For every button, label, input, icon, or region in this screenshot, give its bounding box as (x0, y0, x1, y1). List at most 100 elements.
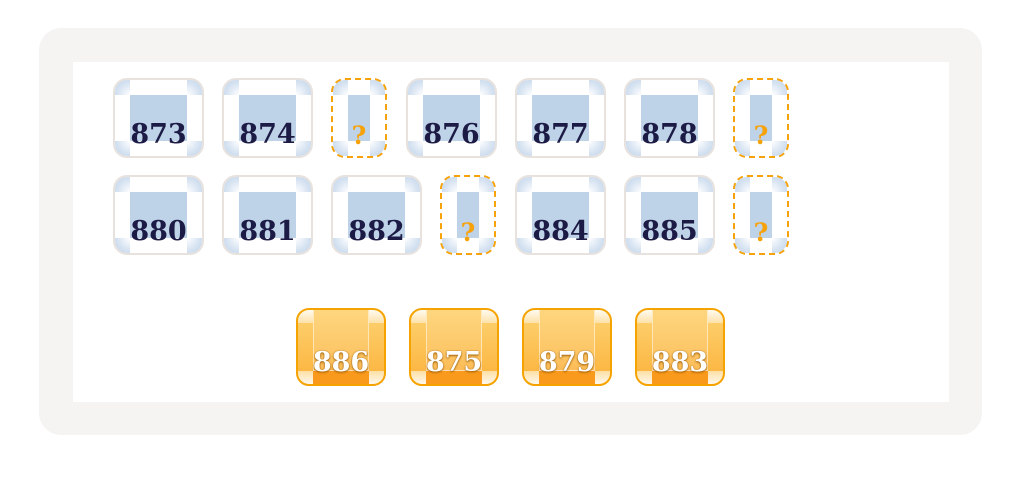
corner-decoration (333, 141, 348, 156)
corner-decoration (370, 80, 385, 95)
corner-decoration (187, 238, 202, 253)
corner-decoration (405, 177, 420, 192)
tile-number: 873 (130, 119, 187, 150)
corner-decoration (589, 238, 604, 253)
corner-decoration (637, 310, 652, 323)
answer-choice-886[interactable]: 886 (296, 308, 386, 386)
corner-decoration (637, 371, 652, 384)
tile-number: 877 (532, 119, 589, 150)
corner-decoration (482, 371, 497, 384)
corner-decoration (524, 371, 539, 384)
missing-number-slot[interactable]: ? (331, 78, 387, 158)
corner-decoration (595, 310, 610, 323)
corner-decoration (772, 177, 787, 192)
number-tile: 885 (624, 175, 715, 255)
corner-decoration (298, 371, 313, 384)
tile-base (539, 370, 595, 384)
answer-choice-883[interactable]: 883 (635, 308, 725, 386)
corner-decoration (187, 141, 202, 156)
corner-decoration (735, 141, 750, 156)
question-mark-icon: ? (753, 218, 769, 247)
corner-decoration (115, 80, 130, 95)
tile-face (750, 192, 772, 238)
question-mark-icon: ? (753, 121, 769, 150)
tile-face (348, 192, 405, 238)
tile-face (130, 192, 187, 238)
corner-decoration (517, 238, 532, 253)
choice-number: 883 (651, 347, 709, 378)
tile-face (750, 95, 772, 141)
tile-base (652, 370, 708, 384)
corner-decoration (370, 141, 385, 156)
corner-decoration (296, 141, 311, 156)
answer-choice-875[interactable]: 875 (409, 308, 499, 386)
corner-decoration (333, 177, 348, 192)
number-tile: 884 (515, 175, 606, 255)
tile-number: 884 (532, 216, 589, 247)
tile-base (426, 370, 482, 384)
corner-decoration (224, 80, 239, 95)
corner-decoration (408, 80, 423, 95)
tile-number: 881 (239, 216, 296, 247)
corner-decoration (595, 371, 610, 384)
corner-decoration (224, 141, 239, 156)
corner-decoration (479, 238, 494, 253)
corner-decoration (115, 141, 130, 156)
corner-decoration (626, 80, 641, 95)
corner-decoration (589, 177, 604, 192)
question-mark-icon: ? (460, 218, 476, 247)
tile-face (641, 192, 698, 238)
corner-decoration (626, 177, 641, 192)
corner-decoration (708, 310, 723, 323)
tile-face (239, 192, 296, 238)
corner-decoration (735, 80, 750, 95)
corner-decoration (772, 238, 787, 253)
corner-decoration (115, 177, 130, 192)
tile-number: 878 (641, 119, 698, 150)
corner-decoration (626, 238, 641, 253)
tile-number: 880 (130, 216, 187, 247)
corner-decoration (298, 310, 313, 323)
corner-decoration (517, 80, 532, 95)
corner-decoration (517, 177, 532, 192)
choice-number: 879 (538, 347, 596, 378)
corner-decoration (369, 310, 384, 323)
corner-decoration (333, 80, 348, 95)
corner-decoration (517, 141, 532, 156)
missing-number-slot[interactable]: ? (440, 175, 496, 255)
corner-decoration (224, 177, 239, 192)
question-mark-icon: ? (351, 121, 367, 150)
corner-decoration (187, 80, 202, 95)
number-tile: 877 (515, 78, 606, 158)
corner-decoration (735, 177, 750, 192)
corner-decoration (479, 177, 494, 192)
corner-decoration (333, 238, 348, 253)
missing-number-slot[interactable]: ? (733, 175, 789, 255)
corner-decoration (772, 141, 787, 156)
corner-decoration (524, 310, 539, 323)
corner-decoration (405, 238, 420, 253)
corner-decoration (442, 238, 457, 253)
corner-decoration (369, 371, 384, 384)
missing-number-slot[interactable]: ? (733, 78, 789, 158)
number-tile: 878 (624, 78, 715, 158)
number-tile: 882 (331, 175, 422, 255)
corner-decoration (411, 310, 426, 323)
corner-decoration (187, 177, 202, 192)
corner-decoration (115, 238, 130, 253)
choice-number: 886 (312, 347, 370, 378)
tile-face (532, 95, 589, 141)
corner-decoration (698, 80, 713, 95)
corner-decoration (626, 141, 641, 156)
corner-decoration (408, 141, 423, 156)
corner-decoration (772, 80, 787, 95)
corner-decoration (480, 80, 495, 95)
corner-decoration (296, 177, 311, 192)
answer-choice-879[interactable]: 879 (522, 308, 612, 386)
corner-decoration (442, 177, 457, 192)
number-tile: 873 (113, 78, 204, 158)
tile-number: 874 (239, 119, 296, 150)
corner-decoration (698, 238, 713, 253)
corner-decoration (482, 310, 497, 323)
corner-decoration (296, 238, 311, 253)
